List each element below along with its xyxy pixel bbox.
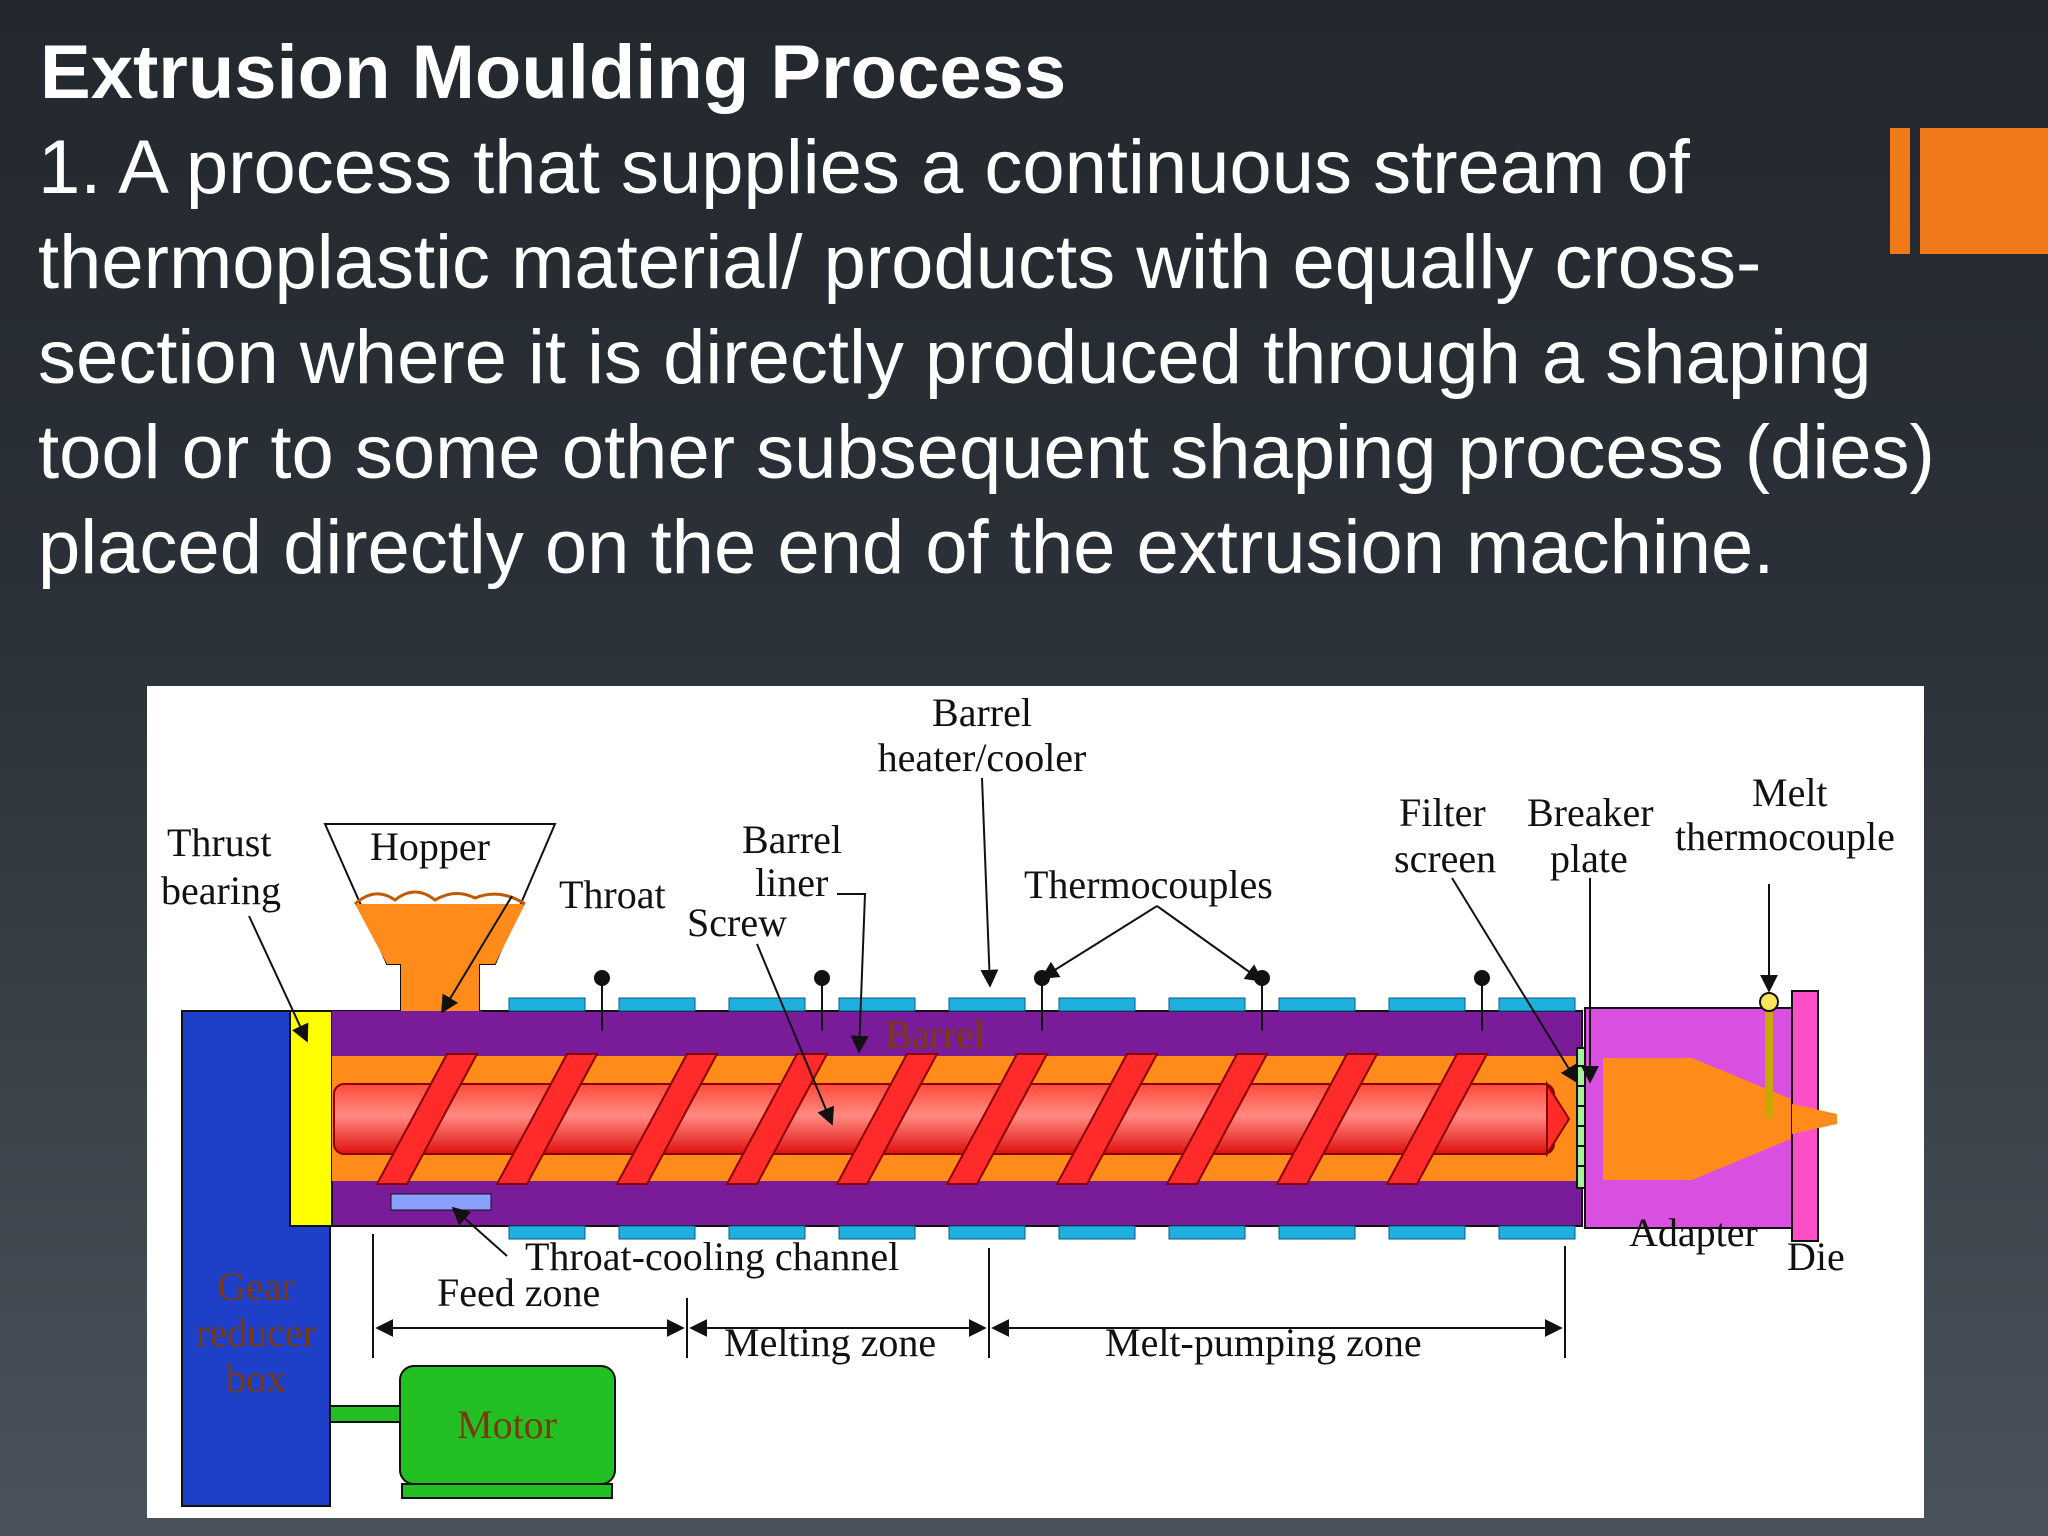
label-throat-cooling: Throat-cooling channel — [525, 1234, 899, 1279]
label-throat: Throat — [559, 872, 666, 917]
thrust-bearing — [289, 1010, 333, 1227]
label-melt-tc-line1: Melt — [1752, 770, 1828, 815]
label-thrust-line2: bearing — [161, 868, 281, 913]
label-breaker-line2: plate — [1550, 836, 1628, 881]
slide-title: Extrusion Moulding Process — [40, 30, 1067, 115]
label-barrel-heater-line2: heater/cooler — [878, 735, 1087, 780]
motor-shaft — [329, 1405, 401, 1423]
accent-bar-thick — [1920, 128, 2048, 254]
label-die: Die — [1787, 1234, 1845, 1279]
label-melt-tc-line2: thermocouple — [1675, 814, 1895, 859]
label-gear-line2: reducer — [196, 1310, 316, 1355]
label-barrel-liner-line1: Barrel — [742, 817, 842, 862]
label-melt-pumping-zone: Melt-pumping zone — [1105, 1320, 1422, 1365]
label-filter-line2: screen — [1394, 836, 1496, 881]
adapter-melt — [1603, 1058, 1827, 1180]
accent-bar-thin — [1890, 128, 1910, 254]
label-gear-line1: Gear — [217, 1264, 295, 1309]
label-adapter: Adapter — [1629, 1210, 1758, 1255]
screw — [333, 1083, 1555, 1155]
slide-body-text: 1. A process that supplies a continuous … — [38, 125, 1935, 590]
label-thrust-line1: Thrust — [167, 820, 271, 865]
label-hopper: Hopper — [370, 824, 490, 869]
label-feed-zone: Feed zone — [437, 1270, 600, 1315]
extruder-diagram: Barrel heater/cooler Thrust bearing Hopp… — [147, 686, 1924, 1518]
label-screw: Screw — [687, 900, 787, 945]
motor-base — [401, 1483, 613, 1499]
label-barrel-liner-line2: liner — [755, 860, 828, 905]
label-filter-line1: Filter — [1399, 790, 1486, 835]
label-breaker-line1: Breaker — [1527, 790, 1654, 835]
label-motor: Motor — [457, 1402, 557, 1447]
label-gear-line3: box — [226, 1356, 286, 1401]
label-thermocouples: Thermocouples — [1024, 862, 1273, 907]
throat-cooling-channel — [390, 1193, 492, 1211]
label-melting-zone: Melting zone — [724, 1320, 936, 1365]
label-barrel: Barrel — [885, 1012, 985, 1057]
label-barrel-heater-line1: Barrel — [932, 690, 1032, 735]
